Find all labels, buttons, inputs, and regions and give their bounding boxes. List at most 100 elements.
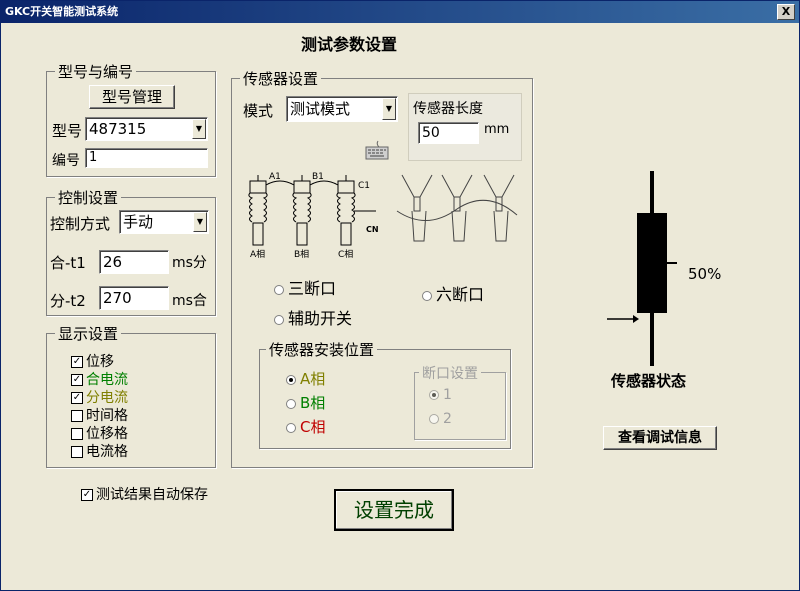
display-checkbox[interactable]: ✓位移 xyxy=(71,351,114,371)
checkbox-empty-icon[interactable] xyxy=(71,446,83,458)
sensor-length-label: 传感器长度 xyxy=(413,101,483,117)
install-group: 传感器安装位置 A相 B相 C相 断口设置 1 2 xyxy=(259,339,511,449)
check-icon[interactable]: ✓ xyxy=(71,392,83,404)
diagram-label-b: B相 xyxy=(294,250,310,260)
install-phase-radio[interactable]: A相 xyxy=(286,368,325,389)
check-icon[interactable]: ✓ xyxy=(71,374,83,386)
checkbox-empty-icon[interactable] xyxy=(71,428,83,440)
display-checkbox[interactable]: 电流格 xyxy=(71,441,128,461)
sensor-level-bar xyxy=(637,213,667,313)
break-radio[interactable]: 2 xyxy=(429,411,452,427)
t1-label: 合-t1 xyxy=(50,254,86,272)
display-checkbox[interactable]: ✓合电流 xyxy=(71,369,128,389)
display-checkbox-label: 时间格 xyxy=(86,408,128,424)
install-phase-label: C相 xyxy=(300,418,326,436)
radio-icon[interactable] xyxy=(429,390,439,400)
display-checkbox-label: 电流格 xyxy=(86,444,128,460)
sensor-option-radio[interactable]: 辅助开关 xyxy=(274,305,352,329)
three-break-diagram xyxy=(248,175,376,246)
radio-icon[interactable] xyxy=(286,374,296,385)
break-radio-label: 1 xyxy=(443,387,452,403)
sensor-option-label: 三断口 xyxy=(288,279,337,298)
t1-input[interactable]: 26 xyxy=(99,250,169,274)
sensor-mode-select[interactable]: 测试模式 ▼ xyxy=(286,96,398,122)
display-checkbox-label: 位移 xyxy=(86,354,114,370)
radio-icon[interactable] xyxy=(274,314,284,325)
model-manage-button[interactable]: 型号管理 xyxy=(89,85,175,109)
sensor-state-title: 传感器状态 xyxy=(611,372,687,390)
diagram-label-b1: B1 xyxy=(312,172,324,182)
check-icon[interactable]: ✓ xyxy=(71,356,83,368)
display-checkbox-label: 合电流 xyxy=(86,372,128,388)
display-checkbox-label: 位移格 xyxy=(86,426,128,442)
sensor-group-legend: 传感器设置 xyxy=(240,68,322,89)
break-radio-label: 2 xyxy=(443,411,452,427)
sensor-option-radio[interactable]: 六断口 xyxy=(422,281,484,305)
install-phase-radio[interactable]: C相 xyxy=(286,416,325,437)
control-mode-select[interactable]: 手动 ▼ xyxy=(119,210,209,234)
serial-label: 编号 xyxy=(52,153,80,169)
install-phase-label: A相 xyxy=(300,370,326,388)
sensor-option-label: 辅助开关 xyxy=(288,309,353,328)
sensor-length-unit: mm xyxy=(484,122,510,137)
t2-input[interactable]: 270 xyxy=(99,286,169,310)
install-phase-label: B相 xyxy=(300,394,326,412)
auto-save-label: 测试结果自动保存 xyxy=(96,487,208,503)
keyboard-icon[interactable] xyxy=(364,139,390,161)
diagram-label-c1: C1 xyxy=(358,181,371,191)
control-group: 控制设置 控制方式 手动 ▼ 合-t1 26 ms分 分-t2 270 ms合 xyxy=(46,187,216,316)
break-group: 断口设置 1 2 xyxy=(414,363,506,440)
view-debug-button[interactable]: 查看调试信息 xyxy=(603,426,717,450)
serial-input[interactable]: 1 xyxy=(85,148,208,168)
display-checkbox[interactable]: 位移格 xyxy=(71,423,128,443)
chevron-down-icon[interactable]: ▼ xyxy=(192,119,206,139)
window-title: GKC开关智能测试系统 xyxy=(5,5,119,18)
sensor-state-indicator xyxy=(607,171,677,366)
sensor-option-radio[interactable]: 三断口 xyxy=(274,275,336,299)
radio-icon[interactable] xyxy=(286,422,296,433)
control-mode-value: 手动 xyxy=(123,213,154,231)
install-group-legend: 传感器安装位置 xyxy=(266,339,378,360)
install-phase-radio[interactable]: B相 xyxy=(286,392,325,413)
break-group-legend: 断口设置 xyxy=(419,363,481,383)
diagram-label-a1: A1 xyxy=(269,172,281,182)
sensor-percent-label: 50% xyxy=(688,265,722,283)
t2-unit: ms合 xyxy=(172,293,207,309)
radio-icon[interactable] xyxy=(422,290,432,301)
diagram-label-cn: CN xyxy=(366,225,379,234)
control-group-legend: 控制设置 xyxy=(55,187,122,208)
display-group: 显示设置 ✓位移✓合电流✓分电流时间格位移格电流格 xyxy=(46,323,216,468)
model-select-value: 487315 xyxy=(89,120,147,138)
model-group: 型号与编号 型号管理 型号 487315 ▼ 编号 1 xyxy=(46,61,216,177)
diagram-label-c: C相 xyxy=(338,250,354,260)
sensor-option-label: 六断口 xyxy=(436,285,485,304)
model-label: 型号 xyxy=(52,122,83,140)
diagram-label-a: A相 xyxy=(250,250,266,260)
radio-icon[interactable] xyxy=(274,284,284,295)
t2-label: 分-t2 xyxy=(50,292,86,310)
model-select[interactable]: 487315 ▼ xyxy=(85,117,208,141)
six-break-diagram xyxy=(396,174,518,242)
display-checkbox[interactable]: 时间格 xyxy=(71,405,128,425)
close-button[interactable]: X xyxy=(777,4,795,20)
display-group-legend: 显示设置 xyxy=(55,323,122,344)
radio-icon[interactable] xyxy=(286,398,296,409)
sensor-mode-value: 测试模式 xyxy=(290,100,351,118)
settings-done-button[interactable]: 设置完成 xyxy=(334,489,454,531)
sensor-group: 传感器设置 模式 测试模式 ▼ 传感器长度 50 mm xyxy=(231,68,533,468)
title-bar: GKC开关智能测试系统 X xyxy=(1,1,799,23)
control-mode-label: 控制方式 xyxy=(50,215,111,233)
auto-save-checkbox[interactable]: ✓测试结果自动保存 xyxy=(81,484,208,504)
model-group-legend: 型号与编号 xyxy=(55,61,137,82)
break-radio[interactable]: 1 xyxy=(429,387,452,403)
sensor-length-input[interactable]: 50 xyxy=(418,122,479,144)
radio-icon[interactable] xyxy=(429,414,439,424)
checkbox-empty-icon[interactable] xyxy=(71,410,83,422)
sensor-mode-label: 模式 xyxy=(243,102,274,120)
display-checkbox[interactable]: ✓分电流 xyxy=(71,387,128,407)
chevron-down-icon[interactable]: ▼ xyxy=(382,98,396,120)
chevron-down-icon[interactable]: ▼ xyxy=(193,212,207,232)
t1-unit: ms分 xyxy=(172,255,207,271)
check-icon[interactable]: ✓ xyxy=(81,489,93,501)
